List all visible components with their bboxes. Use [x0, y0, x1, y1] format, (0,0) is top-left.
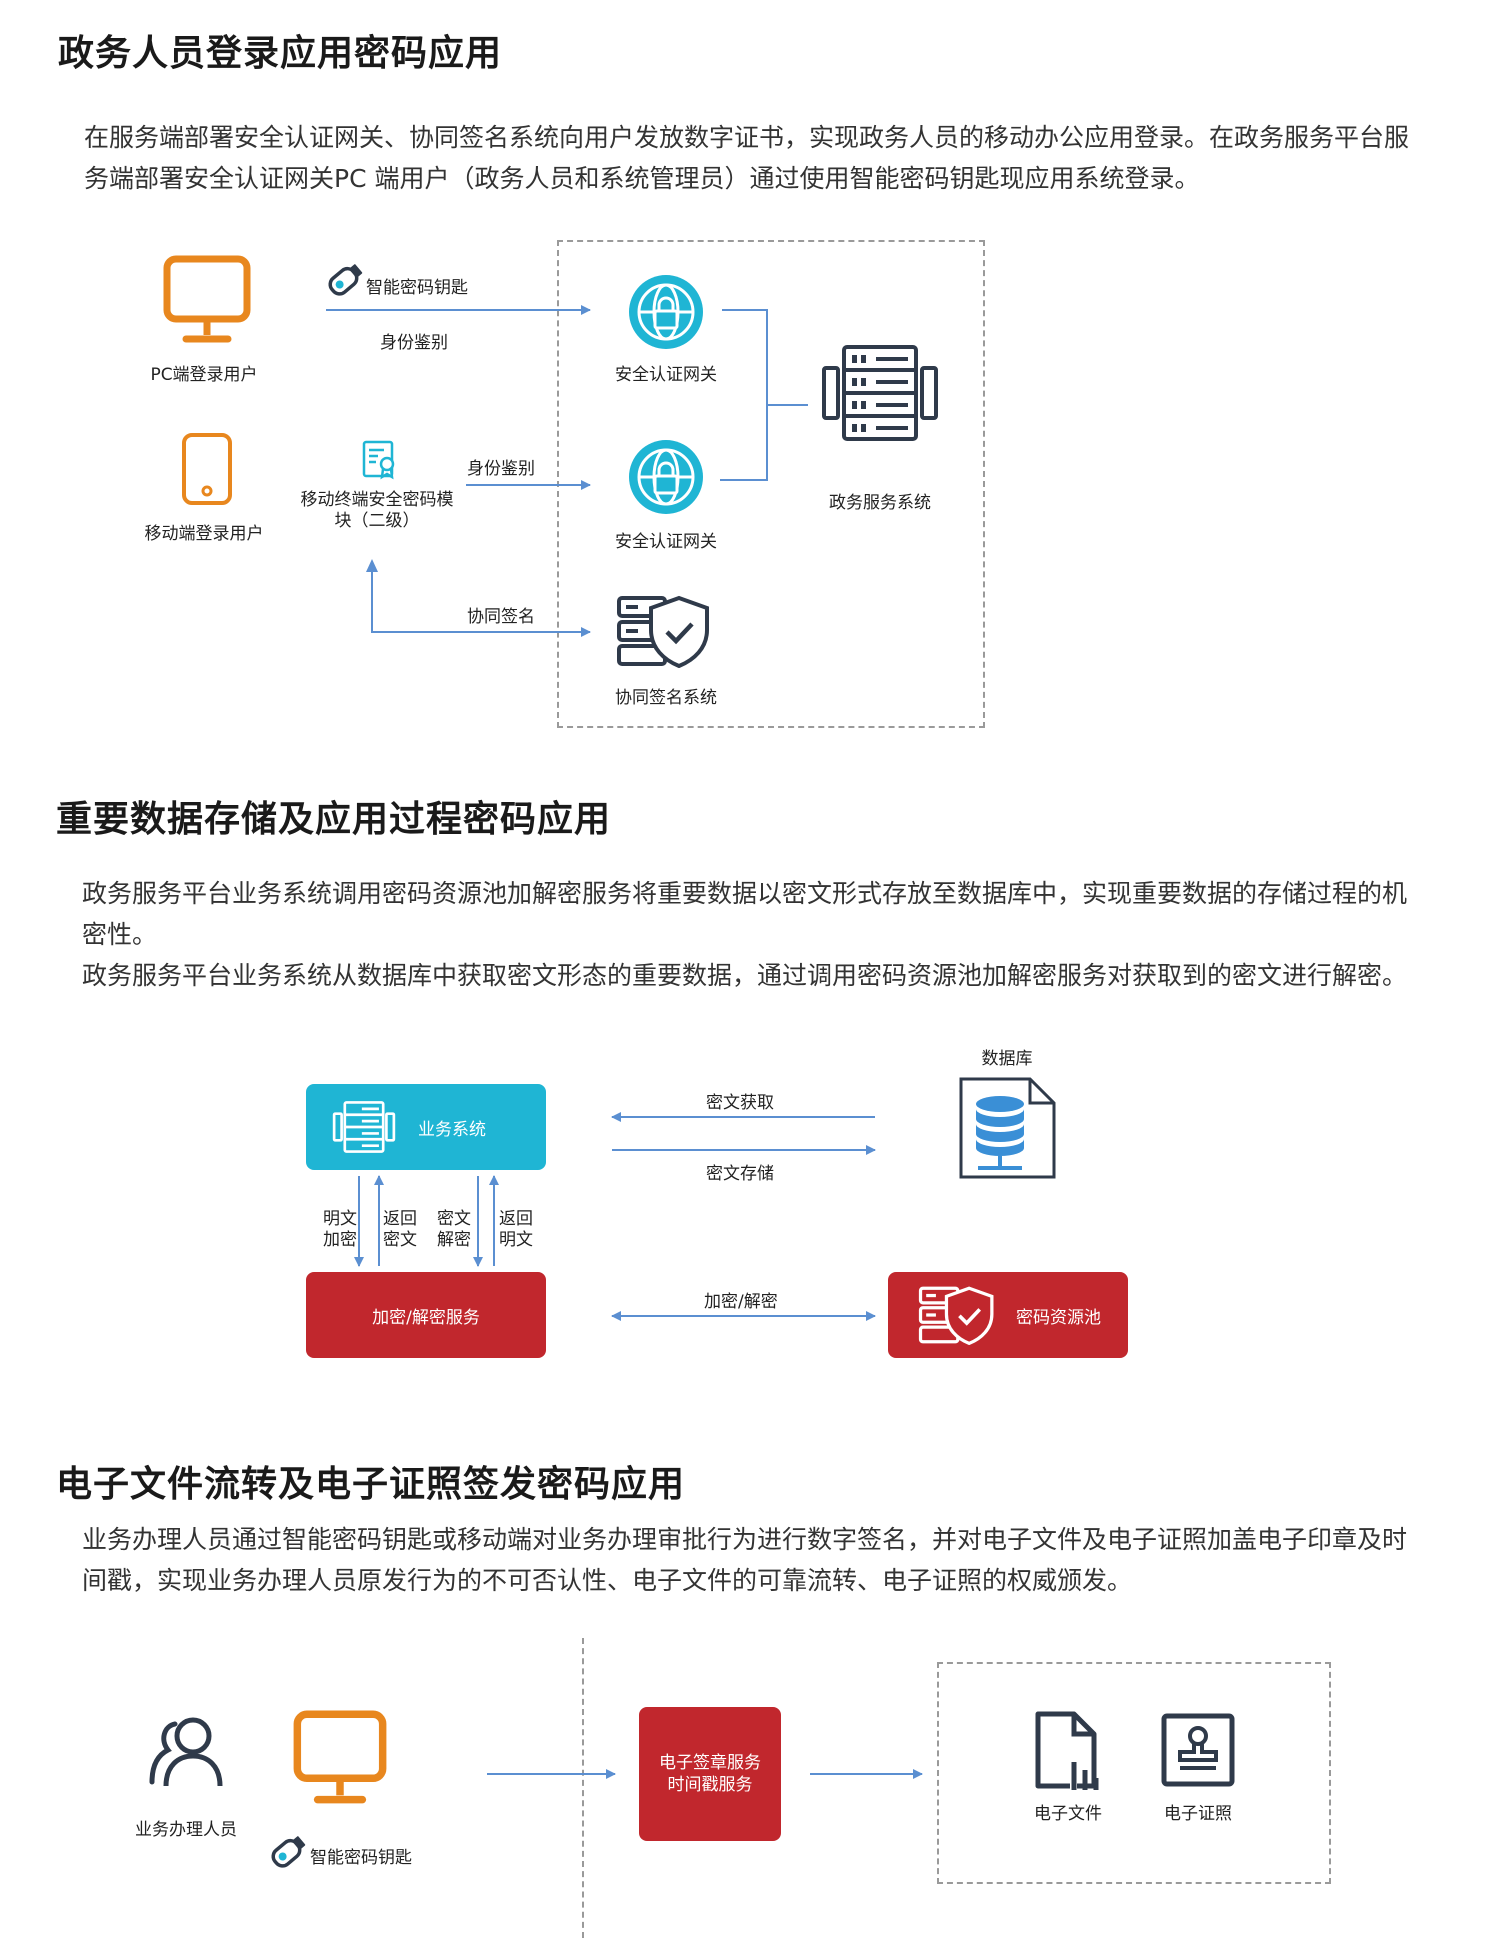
section1-title: 政务人员登录应用密码应用 — [58, 33, 503, 74]
section2-title: 重要数据存储及应用过程密码应用 — [56, 799, 612, 840]
output-boundary — [937, 1662, 1331, 1884]
mobile-user-label: 移动端登录用户 — [144, 524, 264, 544]
seal-timestamp-box: 电子签章服务 时间戳服务 — [639, 1707, 781, 1841]
certificate-icon — [362, 440, 400, 484]
gateway-label-1: 安全认证网关 — [615, 365, 717, 385]
section1-paragraph: 在服务端部署安全认证网关、协同签名系统向用户发放数字证书，实现政务人员的移动办公… — [84, 123, 1410, 193]
gateway-globe-lock-icon-1 — [627, 273, 705, 355]
database-icon — [958, 1076, 1058, 1184]
users-icon — [146, 1716, 232, 1792]
gateway-label-2: 安全认证网关 — [615, 532, 717, 552]
server-rack-icon — [332, 1096, 396, 1158]
e-license-label: 电子证照 — [1164, 1804, 1232, 1824]
business-system-box: 业务系统 — [306, 1084, 546, 1170]
crypto-service-label: 加密/解密服务 — [372, 1307, 480, 1328]
smart-key-label: 智能密码钥匙 — [366, 278, 468, 298]
crypto-pool-label: 密码资源池 — [1016, 1307, 1101, 1328]
arrow-cosign-bidirectional — [371, 568, 591, 637]
v2b-label: 密文 — [383, 1230, 417, 1250]
monitor-icon — [162, 255, 252, 349]
v3b-label: 解密 — [437, 1230, 471, 1250]
e-file-label: 电子文件 — [1034, 1804, 1102, 1824]
staff-label: 业务办理人员 — [135, 1820, 237, 1840]
smart-key-label-2: 智能密码钥匙 — [310, 1848, 412, 1868]
usb-key-icon — [268, 1832, 308, 1874]
section3-title: 电子文件流转及电子证照签发密码应用 — [56, 1464, 686, 1505]
id-auth-label-2: 身份鉴别 — [467, 459, 535, 479]
gov-system-label: 政务服务系统 — [829, 493, 931, 513]
crypto-pool-box: 密码资源池 — [888, 1272, 1128, 1358]
server-shield-icon — [616, 594, 712, 672]
server-rack-icon — [820, 344, 940, 446]
seal-service-label: 电子签章服务 — [659, 1753, 761, 1773]
divider-dashed — [582, 1638, 584, 1938]
section2-paragraph-2: 政务服务平台业务系统从数据库中获取密文形态的重要数据，通过调用密码资源池加解密服… — [82, 961, 1408, 990]
business-system-label: 业务系统 — [418, 1119, 486, 1140]
enc-dec-label: 加密/解密 — [704, 1292, 778, 1312]
section1-connectors — [326, 305, 808, 637]
v1b-label: 加密 — [323, 1230, 357, 1250]
v1a-label: 明文 — [323, 1209, 357, 1229]
monitor-icon — [292, 1710, 388, 1810]
gateway-globe-lock-icon-2 — [627, 438, 705, 520]
section3-paragraph: 业务办理人员通过智能密码钥匙或移动端对业务办理审批行为进行数字签名，并对电子文件… — [82, 1525, 1408, 1595]
co-sign-system-label: 协同签名系统 — [615, 688, 717, 708]
crypto-service-box: 加密/解密服务 — [306, 1272, 546, 1358]
usb-key-icon — [325, 260, 365, 302]
cipher-store-label: 密文存储 — [706, 1164, 774, 1184]
v2a-label: 返回 — [383, 1209, 417, 1229]
document-chart-icon — [1034, 1710, 1102, 1794]
v3a-label: 密文 — [437, 1209, 471, 1229]
server-shield-icon — [918, 1285, 996, 1345]
bracket-gateways-to-system — [720, 309, 768, 481]
co-sign-label: 协同签名 — [467, 607, 535, 627]
timestamp-service-label: 时间戳服务 — [667, 1775, 753, 1795]
pc-user-label: PC端登录用户 — [150, 365, 258, 385]
database-label: 数据库 — [981, 1049, 1033, 1069]
arrow-cosign-up-head — [366, 559, 378, 572]
phone-icon — [181, 432, 233, 510]
id-auth-label-1: 身份鉴别 — [380, 333, 448, 353]
v4b-label: 明文 — [499, 1230, 533, 1250]
license-stamp-icon — [1160, 1712, 1236, 1792]
section2-paragraph-1: 政务服务平台业务系统调用密码资源池加解密服务将重要数据以密文形式存放至数据库中，… — [82, 879, 1408, 949]
mobile-module-label: 移动终端安全密码模块（二级） — [300, 490, 454, 531]
v4a-label: 返回 — [499, 1209, 533, 1229]
cipher-fetch-label: 密文获取 — [706, 1093, 774, 1113]
